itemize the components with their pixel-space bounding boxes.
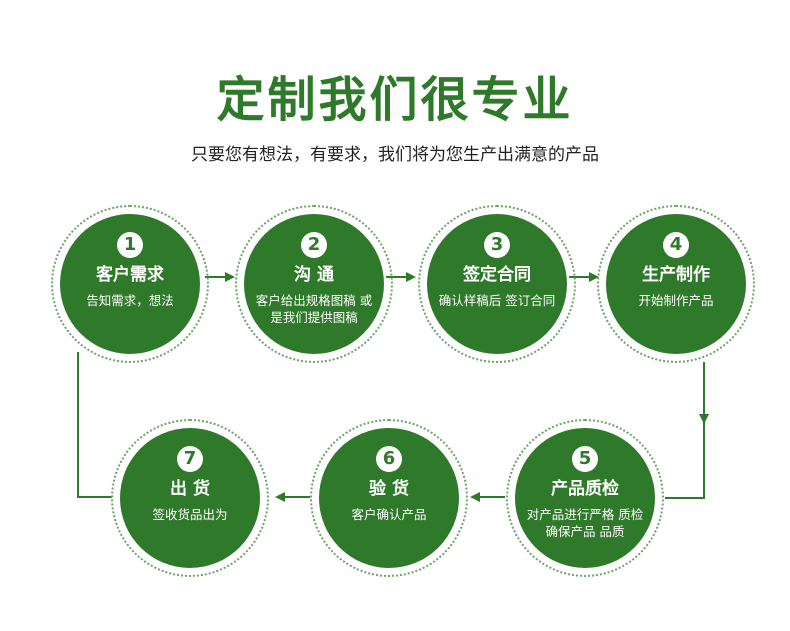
step-3-number: 3 xyxy=(484,232,510,258)
step-3-ring xyxy=(418,205,576,363)
step-1-number: 1 xyxy=(117,232,143,258)
step-4-title: 生产制作 xyxy=(642,265,710,285)
step-5-desc: 对产品进行严格 质检确保产品 品质 xyxy=(526,507,644,539)
step-2-ring xyxy=(235,205,393,363)
step-1-ring xyxy=(51,205,209,363)
step-6-number: 6 xyxy=(376,446,402,472)
step-4-ring xyxy=(597,205,755,363)
connector-5-right xyxy=(665,422,705,499)
step-4-desc: 开始制作产品 xyxy=(638,293,714,308)
step-1-circle: 1 客户需求 告知需求，想法 xyxy=(60,214,200,354)
step-7-desc: 签收货品出为 xyxy=(152,507,228,522)
step-3-circle: 3 签定合同 确认样稿后 签订合同 xyxy=(427,214,567,354)
step-3-desc: 确认样稿后 签订合同 xyxy=(438,293,556,308)
step-7-number: 7 xyxy=(177,446,203,472)
step-6-title: 验 货 xyxy=(369,479,409,499)
step-5-title: 产品质检 xyxy=(551,479,619,499)
connector-1-7 xyxy=(77,352,112,498)
step-1-desc: 告知需求，想法 xyxy=(86,293,174,308)
step-5-ring xyxy=(506,419,664,577)
page-subtitle: 只要您有想法，有要求，我们将为您生产出满意的产品 xyxy=(191,145,599,165)
step-2-title: 沟 通 xyxy=(294,265,334,285)
step-6-ring xyxy=(310,419,468,577)
step-6-desc: 客户确认产品 xyxy=(351,507,427,522)
page-title: 定制我们很专业 xyxy=(216,72,574,128)
step-4-circle: 4 生产制作 开始制作产品 xyxy=(606,214,746,354)
step-7-title: 出 货 xyxy=(170,479,210,499)
step-5-circle: 5 产品质检 对产品进行严格 质检确保产品 品质 xyxy=(515,428,655,568)
step-4-number: 4 xyxy=(663,232,689,258)
step-2-circle: 2 沟 通 客户给出规格图稿 或是我们提供图稿 xyxy=(244,214,384,354)
step-7-ring xyxy=(111,419,269,577)
step-2-desc: 客户给出规格图稿 或是我们提供图稿 xyxy=(255,293,373,325)
step-1-title: 客户需求 xyxy=(96,265,164,285)
step-5-number: 5 xyxy=(572,446,598,472)
step-2-number: 2 xyxy=(301,232,327,258)
step-3-title: 签定合同 xyxy=(463,265,531,285)
step-7-circle: 7 出 货 签收货品出为 xyxy=(120,428,260,568)
step-6-circle: 6 验 货 客户确认产品 xyxy=(319,428,459,568)
